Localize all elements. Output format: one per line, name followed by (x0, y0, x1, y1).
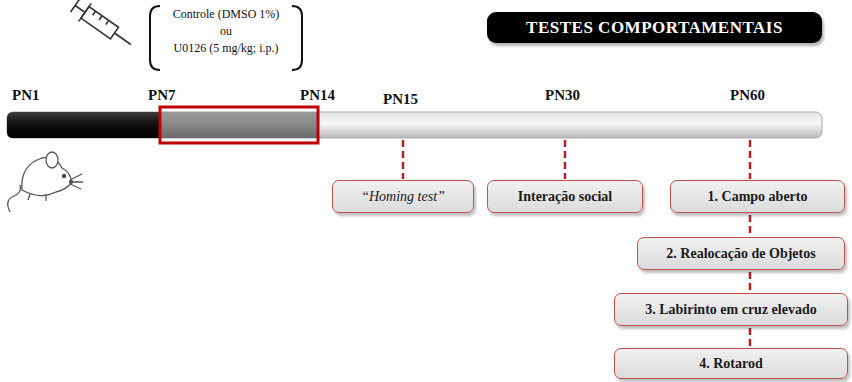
day-label: PN14 (300, 87, 335, 104)
node-text: 1. Campo aberto (708, 189, 808, 205)
node-text: 3. Labirinto em cruz elevado (645, 302, 816, 318)
right-bracket (292, 6, 302, 70)
treatment-label: ou (220, 24, 232, 39)
node-text: “Homing test” (361, 189, 445, 205)
title-banner: TESTES COMPORTAMENTAIS (487, 12, 822, 43)
day-label: PN15 (383, 91, 418, 108)
mouse-icon (8, 152, 83, 212)
node-text: TESTES COMPORTAMENTAIS (526, 18, 783, 38)
day-label: PN30 (545, 87, 580, 104)
neonatal-segment (7, 112, 160, 138)
drop-lines (403, 140, 750, 179)
treatment-segment (160, 112, 318, 138)
day-label: PN60 (730, 87, 765, 104)
treatment-label: U0126 (5 mg/kg; i.p.) (174, 41, 279, 56)
test-box: “Homing test” (332, 180, 474, 213)
test-box: 4. Rotarod (614, 348, 848, 379)
test-box: 3. Labirinto em cruz elevado (614, 293, 848, 326)
dashed-connector (749, 215, 752, 236)
node-text: Interação social (518, 189, 612, 205)
left-bracket (150, 6, 160, 70)
day-label: PN7 (148, 87, 176, 104)
treatment-highlight (160, 107, 318, 143)
dashed-connector (749, 272, 752, 292)
syringe-icon (69, 0, 137, 54)
day-label: PN1 (12, 87, 40, 104)
test-box: 2. Realocação de Objetos (637, 237, 845, 270)
test-box: Interação social (487, 180, 643, 213)
test-box: 1. Campo aberto (670, 180, 845, 213)
node-text: 2. Realocação de Objetos (666, 246, 815, 262)
dashed-connector (749, 328, 752, 347)
node-text: 4. Rotarod (699, 356, 763, 372)
treatment-label: Controle (DMSO 1%) (173, 7, 280, 22)
timeline-bar (7, 112, 822, 138)
